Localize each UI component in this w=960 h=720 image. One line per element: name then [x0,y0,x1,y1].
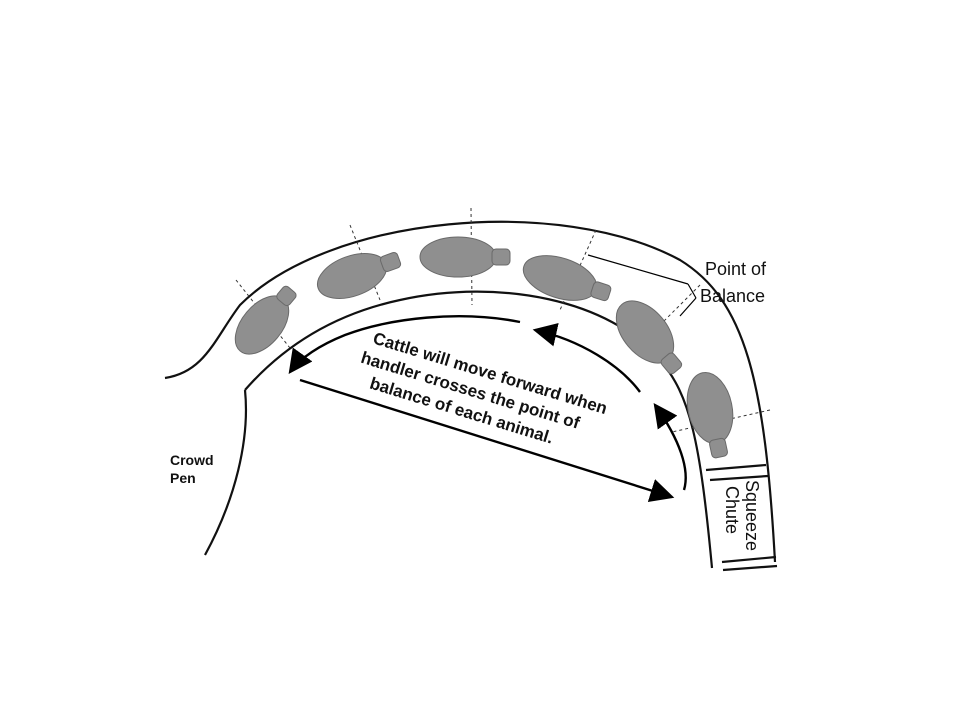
cow-icon [522,255,612,302]
race-outer-wall [164,220,777,563]
squeeze-chute-label: Squeeze Chute [722,480,762,556]
cow-icon [316,252,402,299]
squeeze-chute [705,463,778,572]
point-of-balance-pointers [587,254,697,317]
cow-icon [234,285,297,355]
caption-text: Cattle will move forward when handler cr… [359,329,610,448]
point-of-balance-label: Point of Balance [700,259,771,306]
race-inner-wall [244,290,714,569]
cow-icon [419,236,511,278]
handler-path-arrows [288,315,687,502]
cow-icon [686,371,734,459]
crowd-pen-label: Crowd Pen [170,452,217,486]
cow-icon [615,300,683,375]
crowd-pen-wall [204,389,248,556]
cattle-group [234,236,734,459]
